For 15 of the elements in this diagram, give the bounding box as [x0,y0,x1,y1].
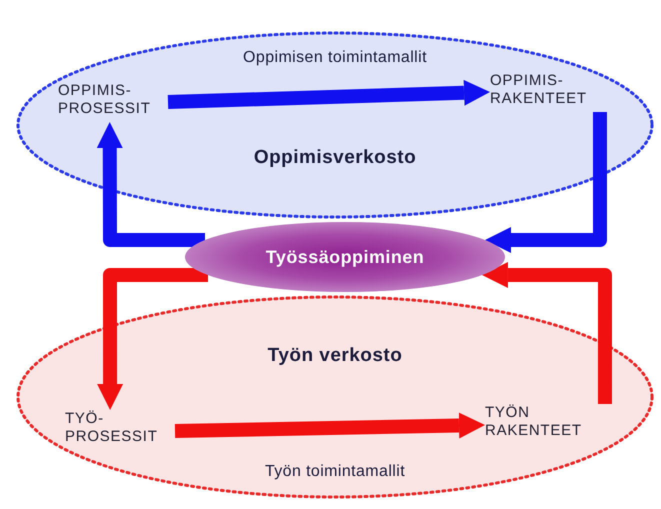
region-title: Oppimisen toimintamallit [243,48,427,68]
concept-label: OPPIMIS- RAKENTEET [490,72,620,112]
thick-arrow [482,262,612,404]
concept-label: TYÖN RAKENTEET [485,404,625,446]
thick-arrow [168,80,490,109]
concept-label: TYÖ- PROSESSIT [65,410,175,452]
concept-label: OPPIMIS- PROSESSIT [58,82,168,122]
dotted-ellipse [15,294,655,500]
network-heading: Työn verkosto [268,344,402,368]
thick-arrow [174,412,485,438]
dotted-ellipse [15,30,655,220]
thick-arrow [485,112,607,253]
region-title: Työn toimintamallit [264,462,406,482]
network-heading: Oppimisverkosto [254,146,416,170]
hub-title: Työssäoppiminen [266,246,424,269]
